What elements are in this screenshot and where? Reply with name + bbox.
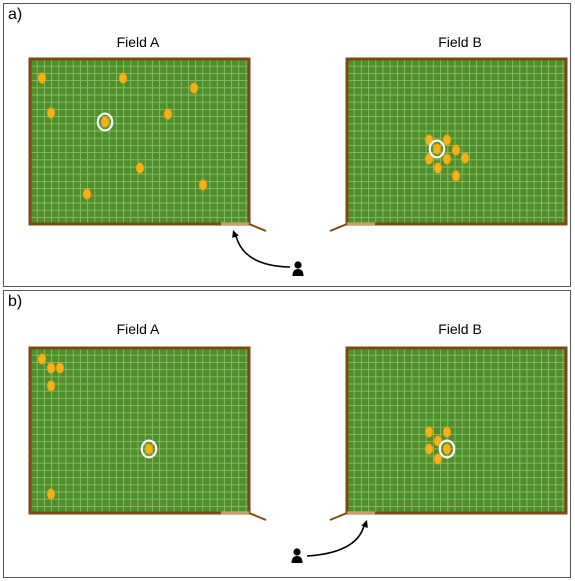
field-background bbox=[30, 348, 249, 513]
yellow-oval-icon bbox=[100, 116, 110, 128]
yellow-oval-icon bbox=[442, 153, 452, 165]
yellow-oval-icon bbox=[442, 134, 452, 146]
curved-arrow-icon bbox=[232, 230, 291, 268]
yellow-oval-icon bbox=[424, 443, 434, 455]
panel-a-diagram bbox=[28, 57, 568, 276]
yellow-oval-icon bbox=[46, 488, 56, 500]
yellow-oval-icon bbox=[451, 170, 461, 182]
field-b bbox=[345, 57, 568, 226]
yellow-oval-icon bbox=[46, 362, 56, 374]
gate-door bbox=[329, 223, 348, 232]
panel-b: b) Field A Field B bbox=[3, 290, 571, 578]
field-background bbox=[347, 59, 566, 224]
field-grid bbox=[30, 59, 249, 224]
yellow-oval-icon bbox=[451, 144, 461, 156]
person-icon bbox=[292, 261, 304, 276]
yellow-oval-icon bbox=[442, 426, 452, 438]
gate-door bbox=[248, 512, 267, 521]
yellow-oval-icon bbox=[198, 179, 208, 191]
field-fence bbox=[28, 57, 251, 226]
highlight-ring bbox=[96, 112, 114, 132]
field-fence bbox=[345, 57, 568, 226]
yellow-oval-icon bbox=[118, 72, 128, 84]
yellow-oval-icon bbox=[163, 108, 173, 120]
yellow-oval-icon bbox=[82, 188, 92, 200]
person-icon bbox=[291, 548, 303, 563]
field-background bbox=[30, 59, 249, 224]
gate-door bbox=[329, 512, 348, 521]
yellow-oval-icon bbox=[46, 107, 56, 119]
yellow-oval-icon bbox=[424, 153, 434, 165]
yellow-oval-icon bbox=[135, 162, 145, 174]
yellow-oval-icon bbox=[55, 362, 65, 374]
field-a bbox=[28, 57, 251, 226]
field-grid bbox=[347, 59, 566, 224]
panel-label: b) bbox=[8, 293, 23, 310]
yellow-oval-icon bbox=[189, 82, 199, 94]
highlight-ring bbox=[438, 439, 456, 459]
highlight-ring bbox=[428, 139, 446, 159]
yellow-oval-icon bbox=[433, 453, 443, 465]
gate-door bbox=[248, 223, 267, 232]
field-b-title: Field B bbox=[438, 321, 482, 337]
yellow-oval-icon bbox=[424, 426, 434, 438]
field-fence bbox=[345, 346, 568, 515]
yellow-oval-icon bbox=[37, 72, 47, 84]
yellow-oval-icon bbox=[460, 152, 470, 164]
yellow-oval-icon bbox=[442, 443, 452, 455]
field-grid bbox=[347, 348, 566, 513]
yellow-oval-icon bbox=[433, 435, 443, 447]
yellow-oval-icon bbox=[433, 162, 443, 174]
field-b bbox=[345, 346, 568, 515]
field-a-title: Field A bbox=[116, 321, 160, 337]
panel-b-diagram bbox=[28, 346, 568, 563]
yellow-oval-icon bbox=[37, 353, 47, 365]
field-a bbox=[28, 346, 251, 515]
yellow-oval-icon bbox=[432, 143, 442, 155]
yellow-oval-icon bbox=[144, 443, 154, 455]
panel-label: a) bbox=[8, 6, 23, 23]
curved-arrow-icon bbox=[306, 520, 368, 557]
field-b-title: Field B bbox=[438, 34, 482, 50]
field-fence bbox=[28, 346, 251, 515]
highlight-ring bbox=[140, 439, 158, 459]
panel-a: a) Field A Field B bbox=[3, 3, 571, 287]
field-grid bbox=[30, 348, 249, 513]
field-background bbox=[347, 348, 566, 513]
field-a-title: Field A bbox=[116, 34, 160, 50]
yellow-oval-icon bbox=[46, 380, 56, 392]
